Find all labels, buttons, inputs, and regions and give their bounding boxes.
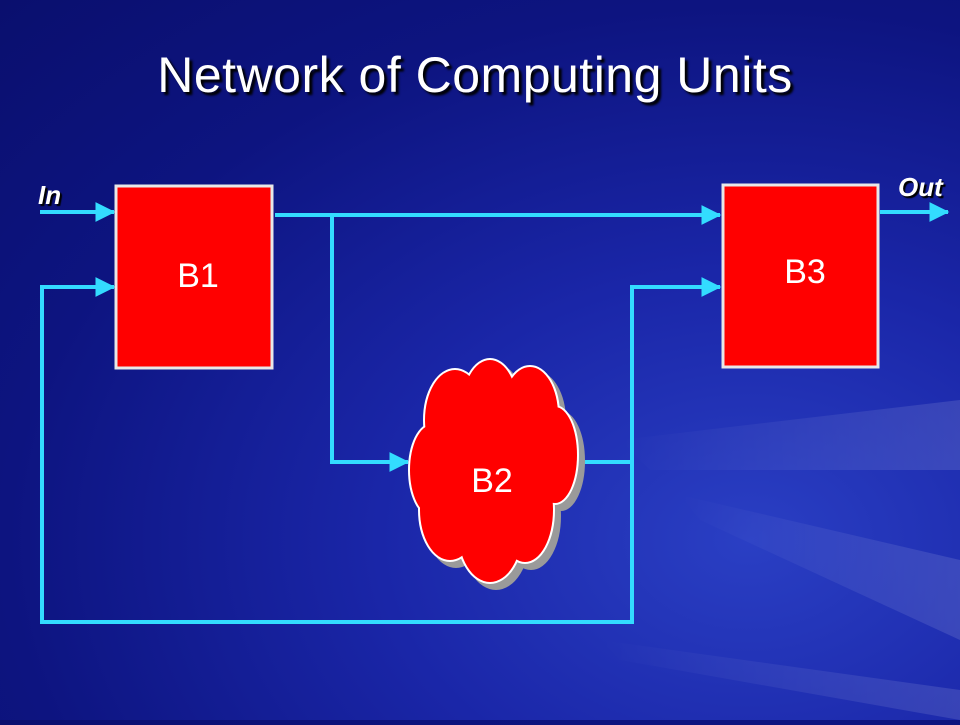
block-b1-box	[114, 184, 274, 370]
background-streaks	[600, 400, 960, 720]
input-label: In	[38, 180, 62, 210]
block-b3: B3	[721, 183, 880, 369]
block-b2-cloud: B2	[408, 358, 585, 590]
output-label: Out	[898, 172, 943, 202]
b1-to-b2-arrow	[330, 213, 410, 472]
block-b3-label: B3	[784, 253, 826, 291]
background-streak	[620, 400, 960, 470]
background-streak	[600, 640, 960, 720]
background-streak	[680, 495, 960, 640]
b2-to-b3-arrow	[584, 277, 722, 464]
block-b2-label: B2	[471, 462, 513, 500]
connectors	[40, 202, 950, 624]
block-b1: B1	[114, 184, 274, 370]
block-b1-label: B1	[177, 257, 219, 295]
cloud-fill	[410, 360, 577, 582]
feedback-arrow	[40, 277, 634, 624]
slide-title: Network of Computing Units	[157, 47, 793, 103]
block-b3-box	[721, 183, 880, 369]
